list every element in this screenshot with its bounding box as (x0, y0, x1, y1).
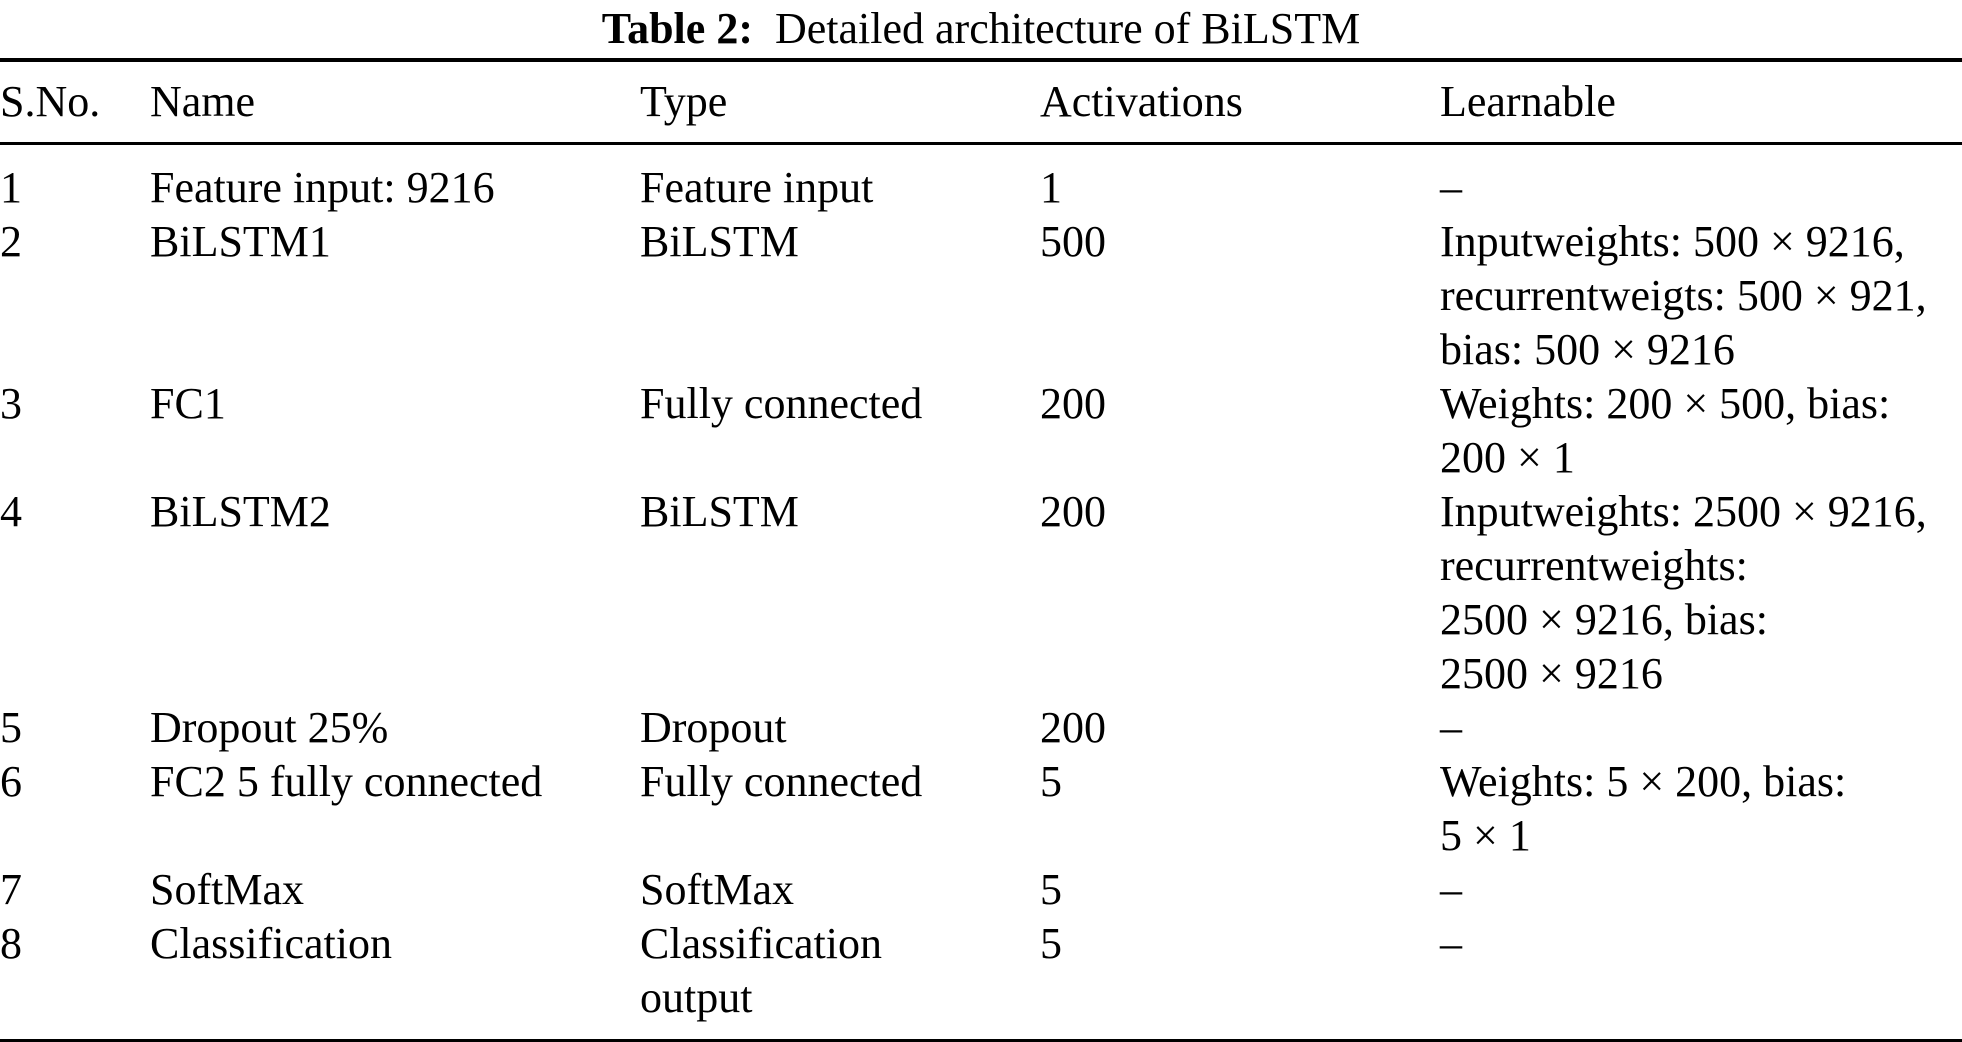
table-caption: Table 2: Detailed architecture of BiLSTM (0, 0, 1962, 58)
cell-sno: 8 (0, 919, 22, 968)
cell-name: SoftMax (150, 865, 304, 914)
table-row: 7 SoftMax SoftMax 5 – (0, 863, 1962, 917)
cell-type: BiLSTM (640, 217, 799, 266)
cell-sno: 5 (0, 703, 22, 752)
cell-name: Feature input: 9216 (150, 163, 495, 212)
cell-activations: 200 (1040, 487, 1106, 536)
cell-learnable: Inputweights: 2500 × 9216, recurrentweig… (1440, 487, 1927, 698)
cell-activations: 5 (1040, 865, 1062, 914)
cell-sno: 1 (0, 163, 22, 212)
column-header-name: Name (150, 60, 640, 145)
cell-sno: 3 (0, 379, 22, 428)
cell-sno: 7 (0, 865, 22, 914)
cell-type: Fully connected (640, 757, 923, 806)
cell-activations: 5 (1040, 919, 1062, 968)
cell-name: Classification (150, 919, 392, 968)
cell-name: FC1 (150, 379, 226, 428)
cell-activations: 5 (1040, 757, 1062, 806)
cell-name: Dropout 25% (150, 703, 389, 752)
column-header-activations: Activations (1040, 60, 1440, 145)
cell-type: BiLSTM (640, 487, 799, 536)
cell-activations: 500 (1040, 217, 1106, 266)
table-row: 4 BiLSTM2 BiLSTM 200 Inputweights: 2500 … (0, 485, 1962, 701)
cell-learnable: Weights: 200 × 500, bias: 200 × 1 (1440, 379, 1891, 482)
table-row: 1 Feature input: 9216 Feature input 1 – (0, 144, 1962, 216)
cell-type: SoftMax (640, 865, 794, 914)
cell-name: BiLSTM1 (150, 217, 331, 266)
cell-type: Feature input (640, 163, 874, 212)
table-caption-text: Detailed architecture of BiLSTM (774, 4, 1361, 53)
cell-learnable: Inputweights: 500 × 9216, recurrentweigt… (1440, 217, 1927, 374)
cell-name: FC2 5 fully connected (150, 757, 543, 806)
table-caption-label: Table 2: (601, 4, 753, 53)
column-header-learnable: Learnable (1440, 60, 1962, 145)
cell-activations: 200 (1040, 379, 1106, 428)
cell-learnable: – (1440, 163, 1462, 212)
cell-sno: 6 (0, 757, 22, 806)
cell-learnable: – (1440, 919, 1462, 968)
column-header-sno: S.No. (0, 60, 150, 145)
cell-sno: 4 (0, 487, 22, 536)
cell-learnable: – (1440, 865, 1462, 914)
table-header-row: S.No. Name Type Activations Learnable (0, 60, 1962, 145)
cell-learnable: Weights: 5 × 200, bias: 5 × 1 (1440, 757, 1847, 860)
table-row: 2 BiLSTM1 BiLSTM 500 Inputweights: 500 ×… (0, 215, 1962, 377)
table-row: 8 Classification Classification output 5… (0, 917, 1962, 1041)
cell-activations: 200 (1040, 703, 1106, 752)
table-row: 6 FC2 5 fully connected Fully connected … (0, 755, 1962, 863)
bilstm-architecture-table: S.No. Name Type Activations Learnable 1 … (0, 58, 1962, 1042)
cell-sno: 2 (0, 217, 22, 266)
table-row: 5 Dropout 25% Dropout 200 – (0, 701, 1962, 755)
cell-learnable: – (1440, 703, 1462, 752)
column-header-type: Type (640, 60, 1040, 145)
cell-type: Fully connected (640, 379, 923, 428)
cell-type: Dropout (640, 703, 787, 752)
cell-name: BiLSTM2 (150, 487, 331, 536)
cell-type: Classification output (640, 919, 882, 1022)
cell-activations: 1 (1040, 163, 1062, 212)
table-row: 3 FC1 Fully connected 200 Weights: 200 ×… (0, 377, 1962, 485)
